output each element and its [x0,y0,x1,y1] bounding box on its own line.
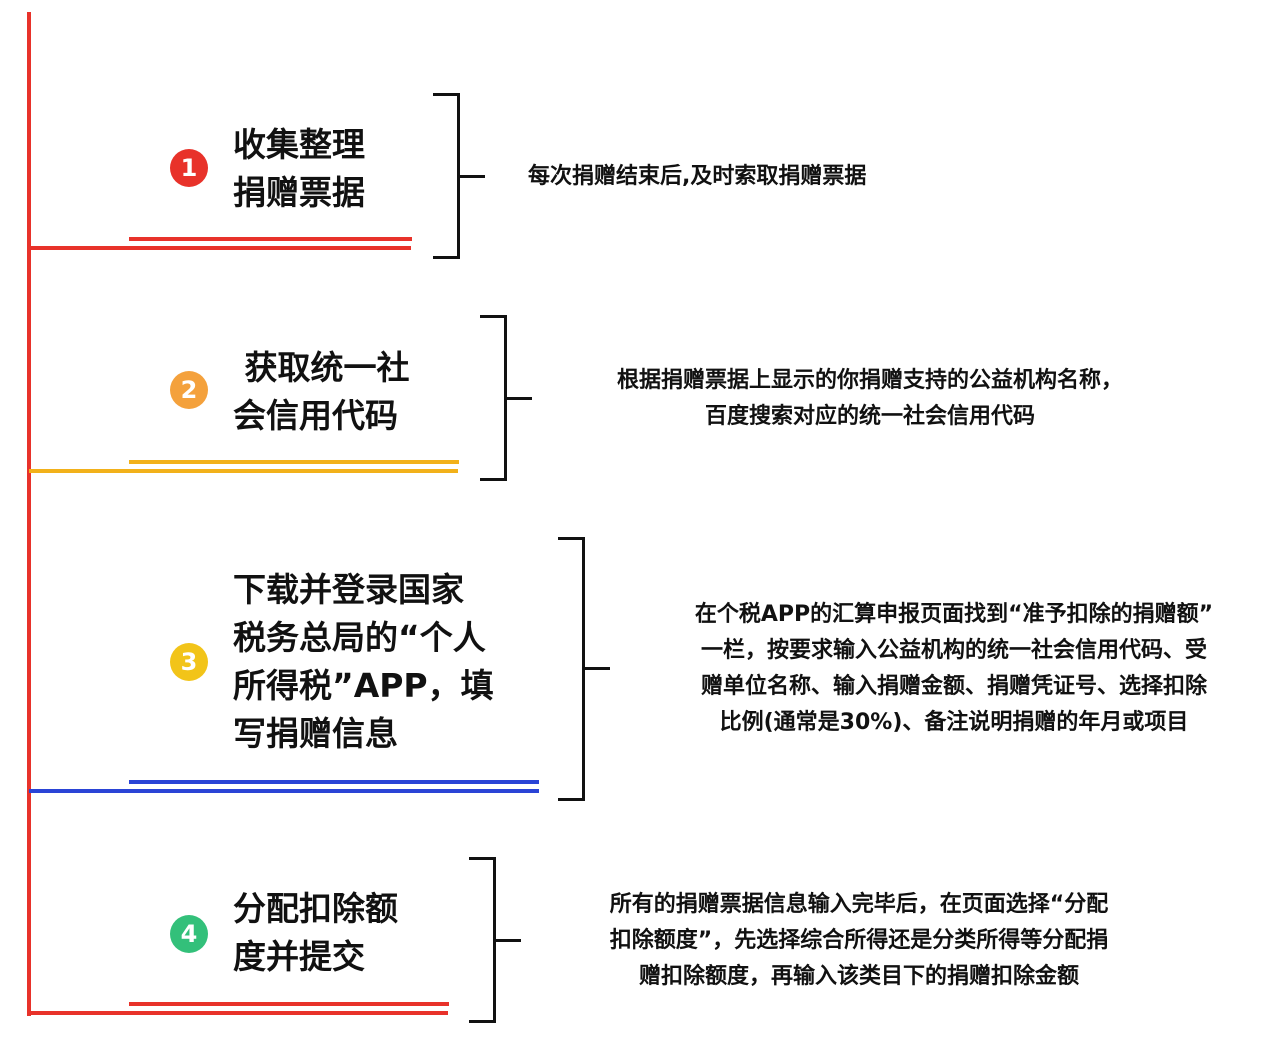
step-2-bracket-tick [506,397,532,400]
step-2-description: 根据捐赠票据上显示的你捐赠支持的公益机构名称， 百度搜索对应的统一社会信用代码 [572,363,1168,435]
step-3-title-line: 所得税”APP，填 [233,666,494,705]
step-3-description-line: 在个税APP的汇算申报页面找到“准予扣除的捐赠额” [694,602,1214,627]
step-3-bracket-tick [584,667,610,670]
step-3-description: 在个税APP的汇算申报页面找到“准予扣除的捐赠额” 一栏，按要求输入公益机构的统… [648,597,1260,741]
step-1-description: 每次捐赠结束后,及时索取捐赠票据 [528,159,866,195]
timeline-trunk-line [27,12,31,1016]
step-3-title-line: 写捐赠信息 [233,714,398,753]
step-3-description-line: 比例(通常是30%)、备注说明捐赠的年月或项目 [719,710,1189,735]
step-1-title: 收集整理 捐赠票据 [233,121,365,217]
step-4-description-line: 所有的捐赠票据信息输入完毕后，在页面选择“分配 [609,892,1109,917]
step-3-bracket [558,537,585,801]
step-3-underline [129,780,539,784]
step-3-title-line: 税务总局的“个人 [233,618,486,657]
step-4-title-line: 度并提交 [233,937,365,976]
step-4-bracket [469,857,496,1023]
step-2-underline [129,460,459,464]
step-2-title: 获取统一社 会信用代码 [233,344,410,440]
step-3-connector-line [29,789,539,793]
step-4-connector-line [29,1011,448,1015]
step-3-title-line: 下载并登录国家 [233,570,464,609]
step-4-bracket-tick [495,939,521,942]
step-1-connector-line [29,246,411,250]
step-4-description-line: 扣除额度”，先选择综合所得还是分类所得等分配捐 [609,928,1109,953]
step-2-description-line: 百度搜索对应的统一社会信用代码 [704,404,1035,429]
step-2-connector-line [29,469,458,473]
step-3-description-line: 一栏，按要求输入公益机构的统一社会信用代码、受 [700,638,1207,663]
step-4-number-badge: 4 [170,915,208,953]
step-2-title-line: 获取统一社 [233,348,410,387]
step-1-description-line: 每次捐赠结束后,及时索取捐赠票据 [528,164,867,189]
step-4-description: 所有的捐赠票据信息输入完毕后，在页面选择“分配 扣除额度”，先选择综合所得还是分… [562,887,1156,995]
step-1-underline [129,237,412,241]
step-4-description-line: 赠扣除额度，再输入该类目下的捐赠扣除金额 [638,964,1079,989]
step-1-bracket [433,93,460,259]
step-3-description-line: 赠单位名称、输入捐赠金额、捐赠凭证号、选择扣除 [700,674,1207,699]
step-4-title: 分配扣除额 度并提交 [233,885,398,981]
step-2-description-line: 根据捐赠票据上显示的你捐赠支持的公益机构名称， [616,368,1123,393]
step-4-underline [129,1002,449,1006]
step-1-number-badge: 1 [170,149,208,187]
step-1-title-line: 捐赠票据 [233,173,365,212]
step-3-number-badge: 3 [170,643,208,681]
step-1-title-line: 收集整理 [233,125,365,164]
step-3-title: 下载并登录国家 税务总局的“个人 所得税”APP，填 写捐赠信息 [233,566,494,758]
step-2-bracket [480,315,507,481]
step-2-title-line: 会信用代码 [233,396,398,435]
step-2-number-badge: 2 [170,371,208,409]
step-1-bracket-tick [459,175,485,178]
step-4-title-line: 分配扣除额 [233,889,398,928]
